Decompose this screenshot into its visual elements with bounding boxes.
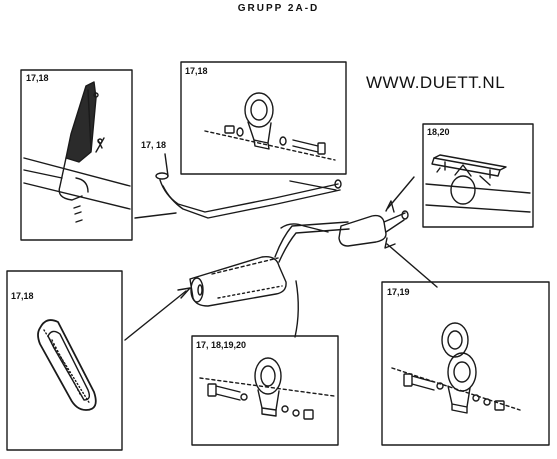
rubber-mount-drawing: [425, 154, 531, 213]
callout-clamp-bottom-center: 17, 18,19,20: [196, 340, 247, 350]
detail-box-clamp-bottom-right: [381, 281, 550, 446]
page-title: GRUPP 2A-D: [237, 3, 320, 14]
detail-box-clamp-bottom-center: [191, 335, 339, 446]
website-label: WWW.DUETT.NL: [366, 73, 506, 92]
clamp-bottom-right-drawing: [391, 322, 521, 414]
exhaust-pipe-assembly: [155, 172, 350, 263]
callout-rubber-ring: 17,18: [11, 291, 34, 301]
callout-hanger-bracket: 17,18: [26, 73, 49, 83]
detail-box-clamp-top: [180, 61, 347, 175]
leader-lines: [124, 153, 438, 341]
front-silencer: [189, 256, 287, 307]
callout-tailpipe: 17, 18: [141, 140, 167, 150]
clamp-top-drawing: [204, 92, 336, 161]
detail-box-rubber-ring: [6, 270, 123, 451]
callout-rubber-mount: 18,20: [427, 127, 450, 137]
callout-clamp-bottom-right: 17,19: [387, 287, 410, 297]
clamp-bottom-center-drawing: [199, 357, 335, 420]
detail-box-rubber-mount: [422, 123, 534, 228]
detail-box-hanger-bracket: [20, 69, 133, 241]
rubber-ring-drawing: [37, 319, 97, 411]
callout-clamp-top: 17,18: [185, 66, 208, 76]
rear-silencer: [338, 210, 409, 247]
hanger-bracket-drawing: [23, 81, 131, 223]
